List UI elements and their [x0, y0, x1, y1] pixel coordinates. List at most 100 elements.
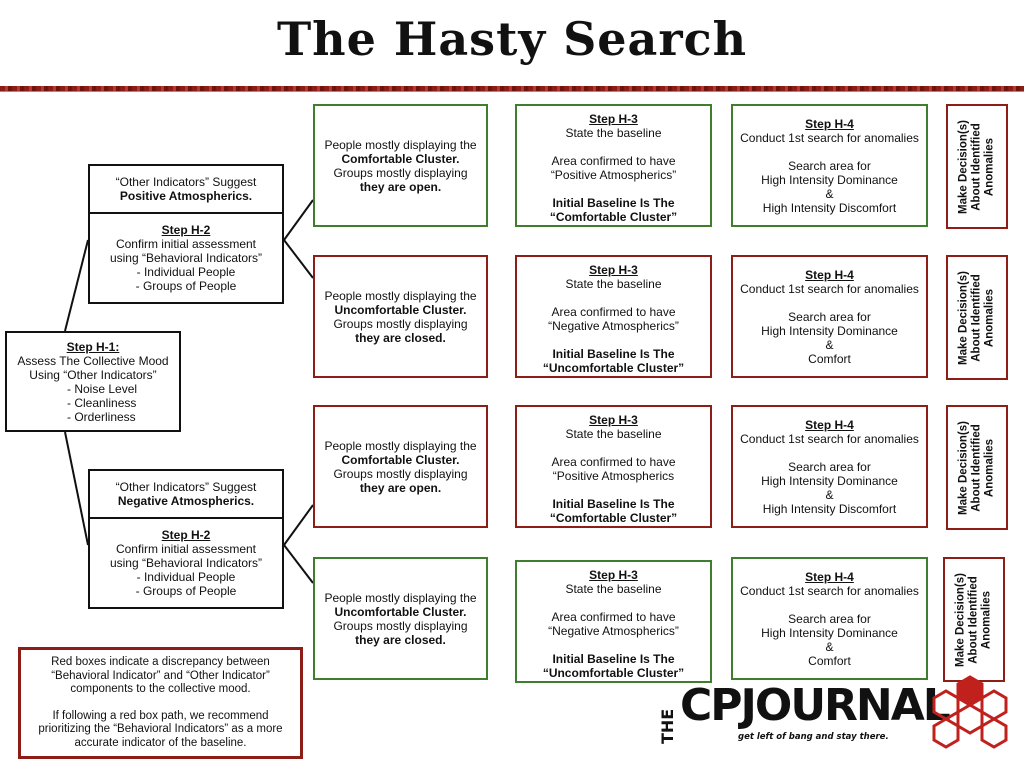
step-h3-line: “Positive Atmospherics [552, 469, 675, 483]
connector-h2-top-to-row1 [283, 199, 314, 241]
baseline-cluster: “Uncomfortable Cluster” [542, 666, 685, 680]
cluster-box: People mostly displaying the Uncomfortab… [313, 255, 488, 378]
step-h1-line: - Cleanliness [67, 395, 137, 410]
step-h4-label: Step H-4 [805, 418, 854, 432]
step-h4-line: & [825, 187, 834, 201]
logo-the: THE [658, 708, 677, 744]
step-h4-box: Step H-4 Conduct 1st search for anomalie… [731, 405, 928, 528]
decision-line: About Identified [970, 273, 983, 362]
indicator-text: “Other Indicators” Suggest [115, 175, 257, 189]
decision-line: Make Decision(s) [954, 572, 967, 667]
step-h3-label: Step H-3 [589, 263, 638, 277]
step-h3-line: “Positive Atmospherics” [550, 168, 677, 182]
step-h2-negative-box: “Other Indicators” Suggest Negative Atmo… [88, 469, 284, 609]
decision-line: Anomalies [983, 438, 996, 497]
decision-line: Anomalies [983, 288, 996, 347]
step-h2-line: - Groups of People [135, 584, 237, 598]
hexagon-logo-icon [932, 675, 1008, 749]
step-h4-line: High Intensity Dominance [761, 626, 898, 640]
decision-line: Anomalies [983, 137, 996, 196]
cluster-line: Groups mostly displaying [333, 618, 468, 633]
decision-box: Make Decision(s) About Identified Anomal… [946, 104, 1008, 229]
step-h2-label: Step H-2 [161, 223, 211, 237]
decision-line: About Identified [970, 423, 983, 512]
step-h4-line: Comfort [808, 352, 851, 366]
cluster-line: Groups mostly displaying [333, 165, 468, 180]
baseline-line: Initial Baseline Is The [552, 347, 675, 361]
step-h3-label: Step H-3 [589, 413, 638, 427]
step-h3-label: Step H-3 [589, 112, 638, 126]
baseline-line: Initial Baseline Is The [552, 196, 675, 210]
baseline-line: Initial Baseline Is The [552, 652, 675, 666]
step-h2-line: - Individual People [136, 265, 236, 279]
step-h4-line: Search area for [788, 310, 871, 324]
decision-box: Make Decision(s) About Identified Anomal… [946, 405, 1008, 530]
logo-tagline: get left of bang and stay there. [738, 732, 889, 742]
step-h4-line: & [825, 338, 834, 352]
legend-paragraph: Red boxes indicate a discrepancy between… [51, 656, 270, 695]
step-h3-line: Area confirmed to have [551, 610, 676, 624]
step-h3-box: Step H-3 State the baseline Area confirm… [515, 255, 712, 378]
legend-note: Red boxes indicate a discrepancy between… [18, 647, 303, 759]
baseline-cluster: “Comfortable Cluster” [549, 210, 678, 224]
step-h3-line: State the baseline [565, 126, 662, 140]
step-h2-label: Step H-2 [161, 528, 211, 542]
cluster-box: People mostly displaying the Comfortable… [313, 405, 488, 528]
step-h1-box: Step H-1: Assess The Collective Mood Usi… [5, 331, 181, 432]
step-h4-label: Step H-4 [805, 268, 854, 282]
decision-line: About Identified [967, 575, 980, 664]
page-title: The Hasty Search [276, 12, 748, 66]
cluster-group-state: they are closed. [355, 632, 446, 647]
step-h3-label: Step H-3 [589, 568, 638, 582]
step-h1-line: - Noise Level [67, 381, 138, 396]
legend-paragraph: If following a red box path, we recommen… [38, 709, 283, 749]
step-h3-box: Step H-3 State the baseline Area confirm… [515, 560, 712, 683]
cluster-name: Uncomfortable Cluster. [334, 302, 467, 317]
cluster-group-state: they are closed. [355, 330, 446, 345]
step-h2-line: - Groups of People [135, 279, 237, 293]
step-h4-line: Comfort [808, 654, 851, 668]
decision-box: Make Decision(s) About Identified Anomal… [946, 255, 1008, 380]
step-h4-line: High Intensity Dominance [761, 474, 898, 488]
connector-h1-to-h2-bottom [64, 431, 89, 546]
step-h4-line: Conduct 1st search for anomalies [740, 432, 919, 446]
cluster-line: People mostly displaying the [324, 438, 477, 453]
step-h3-box: Step H-3 State the baseline Area confirm… [515, 405, 712, 528]
step-h1-label: Step H-1: [66, 339, 120, 354]
connector-h2-bottom-to-row4 [283, 544, 314, 584]
baseline-cluster: “Comfortable Cluster” [549, 511, 678, 525]
decision-line: Make Decision(s) [957, 420, 970, 515]
step-h2-line: using “Behavioral Indicators” [109, 251, 263, 265]
connector-h1-to-h2-top [64, 239, 89, 332]
step-h1-line: - Orderliness [67, 409, 136, 424]
cp-journal-logo: THE CPJOURNAL get left of bang and stay … [658, 675, 1024, 762]
cluster-name: Comfortable Cluster. [341, 452, 460, 467]
cluster-name: Comfortable Cluster. [341, 151, 460, 166]
baseline-line: Initial Baseline Is The [552, 497, 675, 511]
indicator-atmospherics: Negative Atmospherics. [117, 494, 255, 508]
step-h3-line: Area confirmed to have [551, 154, 676, 168]
step-h3-line: Area confirmed to have [551, 305, 676, 319]
cluster-line: People mostly displaying the [324, 288, 477, 303]
step-h4-line: Conduct 1st search for anomalies [740, 584, 919, 598]
step-h3-line: Area confirmed to have [551, 455, 676, 469]
step-h4-line: Search area for [788, 612, 871, 626]
cluster-name: Uncomfortable Cluster. [334, 604, 467, 619]
step-h4-line: Search area for [788, 460, 871, 474]
indicator-text: “Other Indicators” Suggest [115, 480, 257, 494]
step-h2-line: Confirm initial assessment [115, 237, 257, 251]
cluster-line: People mostly displaying the [324, 137, 477, 152]
step-h4-label: Step H-4 [805, 570, 854, 584]
decision-line: About Identified [970, 122, 983, 211]
title-divider [0, 86, 1024, 91]
title-divider-shadow [0, 91, 1024, 92]
connector-h2-bottom-to-row3 [283, 504, 314, 546]
step-h3-line: State the baseline [565, 277, 662, 291]
step-h2-line: using “Behavioral Indicators” [109, 556, 263, 570]
cluster-box: People mostly displaying the Uncomfortab… [313, 557, 488, 680]
step-h2-line: - Individual People [136, 570, 236, 584]
logo-name: CPJOURNAL [680, 680, 951, 731]
step-h3-box: Step H-3 State the baseline Area confirm… [515, 104, 712, 227]
cluster-line: Groups mostly displaying [333, 316, 468, 331]
